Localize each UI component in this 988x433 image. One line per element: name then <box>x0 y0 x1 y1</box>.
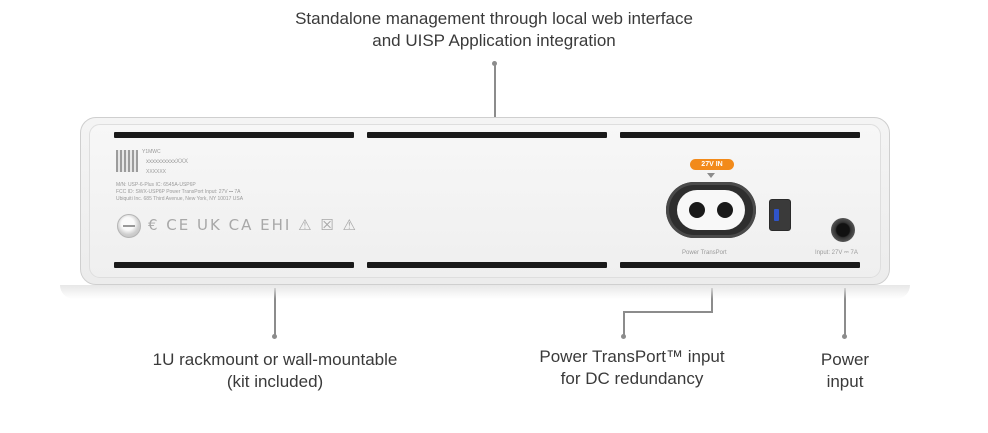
label-model: Y1MWC <box>142 149 161 155</box>
power-transport-face <box>677 190 745 230</box>
badge-arrow-icon <box>707 173 715 178</box>
leader-tp-line-c <box>623 311 625 336</box>
leader-tp-dot <box>621 334 626 339</box>
power-transport-label: Power TransPort <box>682 250 727 256</box>
device-shadow <box>60 285 910 299</box>
leader-rack-dot <box>272 334 277 339</box>
device-rear-panel <box>80 117 890 285</box>
vent-bottom-center <box>367 262 607 268</box>
callout-rackmount-line1: 1U rackmount or wall-mountable <box>152 350 398 369</box>
callout-rackmount: 1U rackmount or wall-mountable (kit incl… <box>120 349 430 393</box>
leader-tp-line-b <box>623 311 713 313</box>
transport-pin-left <box>689 202 705 218</box>
console-port[interactable] <box>769 199 791 231</box>
label-line2: FCC ID: SWX-USP6P Power TransPort Input:… <box>116 189 241 195</box>
callout-transport-line1: Power TransPort™ input <box>539 347 725 366</box>
label-line1: M/N: USP-6-Plus IC: 6545A-USP6P <box>116 182 196 188</box>
leader-top-line <box>494 64 496 117</box>
vent-top-left <box>114 132 354 138</box>
badge-27v-in: 27V IN <box>690 159 734 170</box>
qr-code <box>116 150 138 172</box>
callout-power: Power input <box>800 349 890 393</box>
transport-pin-right <box>717 202 733 218</box>
label-id: XXXXXX <box>146 169 167 175</box>
vent-top-right <box>620 132 860 138</box>
callout-management-line1: Standalone management through local web … <box>295 9 693 28</box>
callout-management-line2: and UISP Application integration <box>372 31 616 50</box>
leader-rack-line <box>274 288 276 336</box>
vent-bottom-right <box>620 262 860 268</box>
dc-input-label: Input: 27V ⎓ 7A <box>815 250 858 256</box>
callout-power-line2: input <box>826 372 864 391</box>
power-transport-connector[interactable] <box>666 182 756 238</box>
label-serial: xxxxxxxxxxXXX <box>146 159 189 165</box>
ground-screw-icon <box>117 214 141 238</box>
callout-rackmount-line2: (kit included) <box>226 372 324 391</box>
leader-top-dot <box>492 61 497 66</box>
vent-top-center <box>367 132 607 138</box>
callout-transport: Power TransPort™ input for DC redundancy <box>512 346 752 390</box>
label-line3: Ubiquiti Inc. 685 Third Avenue, New York… <box>116 196 244 202</box>
certification-marks: € CE UK CA EHI ⚠ ☒ ⚠ <box>148 216 358 234</box>
callout-management: Standalone management through local web … <box>244 8 744 52</box>
vent-bottom-left <box>114 262 354 268</box>
callout-transport-line2: for DC redundancy <box>560 369 704 388</box>
callout-power-line1: Power <box>820 350 870 369</box>
leader-power-dot <box>842 334 847 339</box>
dc-power-jack[interactable] <box>831 218 855 242</box>
leader-power-line <box>844 288 846 336</box>
leader-tp-line-a <box>711 288 713 312</box>
console-port-led <box>774 209 779 221</box>
